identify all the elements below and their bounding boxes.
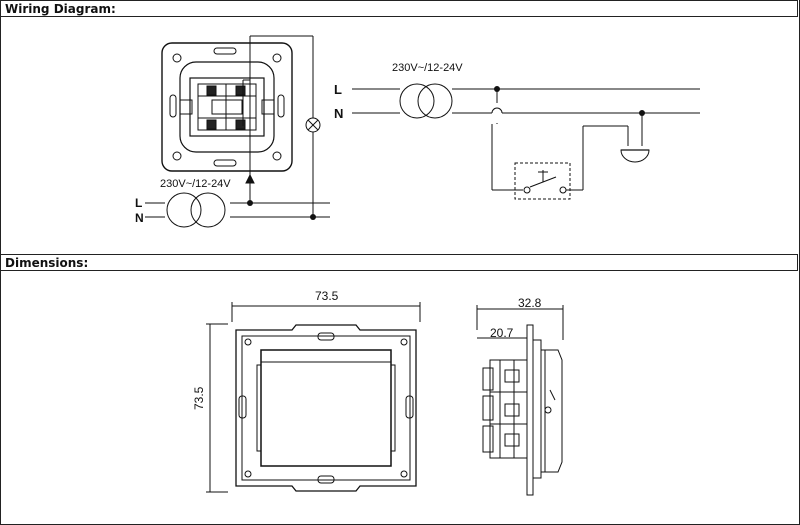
side-partial-depth-dimension: 20.7 [490,326,514,340]
left-supply-label: 230V~/12-24V [160,178,231,190]
left-wiring [145,35,330,228]
left-line-N-label: N [135,211,144,225]
right-junction-L [494,86,500,92]
right-line-L-label: L [334,82,342,97]
right-wiring [352,83,700,200]
left-junction-N [310,214,316,220]
left-line-L-label: L [135,196,142,210]
lamp-symbol-icon [305,117,321,133]
front-width-dimension: 73.5 [315,289,339,303]
front-height-dimension: 73.5 [192,386,206,410]
right-supply-label: 230V~/12-24V [392,62,463,74]
switch-module-drawing [161,42,293,172]
side-total-depth-dimension: 32.8 [518,296,542,310]
right-junction-N [639,110,645,116]
side-view-drawing [476,305,564,496]
dimensions-header: Dimensions: [0,254,798,271]
ceiling-lamp-icon [620,149,650,163]
left-junction-L [247,200,253,206]
wiring-diagram-header: Wiring Diagram: [0,0,798,17]
front-view-drawing [206,302,421,493]
right-line-N-label: N [334,106,343,121]
